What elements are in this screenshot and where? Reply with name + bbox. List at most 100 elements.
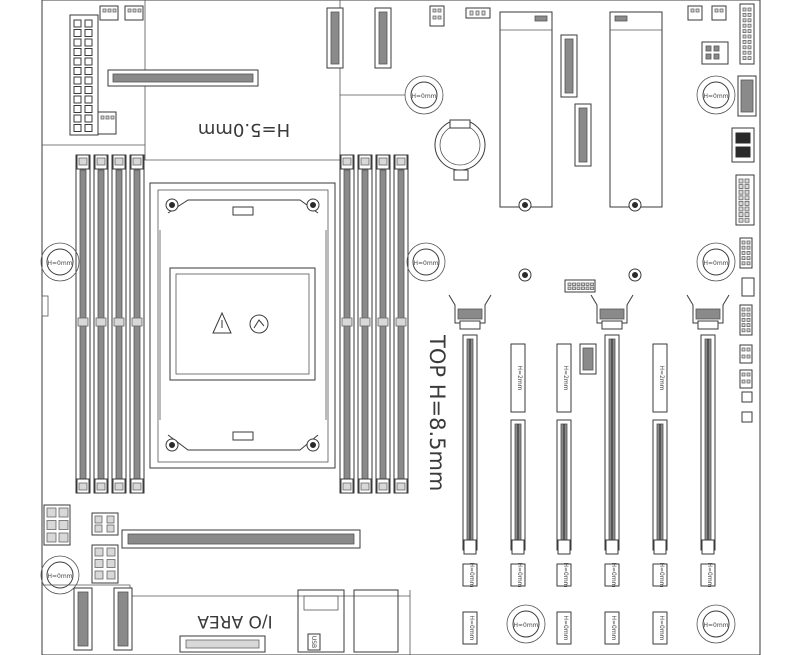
hole-height-label: H=0mm [411,93,436,100]
svg-text:H=0mm: H=0mm [706,562,713,587]
mounting-hole-5: H=0mm [696,242,736,282]
bottom-horizontal-slot [121,529,361,549]
top-horizontal-slot [107,69,259,87]
atx-power-connector [69,14,99,136]
rotation-arrow-icon [249,314,269,334]
m2-slot-bottom-2 [113,587,133,651]
io-area-label: I/O AREA [197,611,273,631]
m2-module-2 [609,11,663,212]
vga-header [737,75,757,117]
small-connector-pcie [579,343,597,375]
dimm-slot-right-1 [339,154,355,494]
hole-height-label: H=0mm [413,260,438,267]
small-connector-top [465,7,491,19]
lan-port [353,589,399,653]
m2-slot-top-1 [326,7,344,69]
aux-power-6pin [91,544,119,584]
m2-slot-top-2 [374,7,392,69]
svg-text:H=0mm: H=0mm [610,615,617,640]
fan-header-2 [124,5,144,21]
svg-text:USB: USB [310,636,317,648]
heatsink-height-label: H=5.0mm [198,119,290,140]
svg-text:H=0mm: H=0mm [468,615,475,640]
hole-height-label: H=0mm [703,93,728,100]
side-header-a [739,237,753,269]
svg-text:H=0mm: H=0mm [468,562,475,587]
mounting-hole-7: H=0mm [506,604,546,644]
right-header-3 [739,3,755,65]
vga-port [179,635,266,653]
svg-text:H=0mm: H=0mm [516,562,523,587]
cpu-socket [149,182,336,469]
cpu-power-8pin [43,504,71,546]
fan-header-3 [97,111,117,135]
mounting-hole-8: H=0mm [696,604,736,644]
dimm-slot-right-3 [375,154,391,494]
m2-slot-vertical-2 [574,103,592,167]
svg-text:H=0mm: H=0mm [562,562,569,587]
bottom-keepout-2: H=0mm [556,611,572,645]
usb-port-stack: USB [297,589,345,653]
cmos-battery [434,119,486,181]
board-outline [41,0,761,655]
small-header-top [429,5,445,27]
dimm-slot-left-4 [129,154,145,494]
warning-triangle-icon [212,311,232,334]
mounting-hole-1: H=0mm [404,75,444,115]
dimm-slot-right-4 [393,154,409,494]
dimm-slot-left-3 [111,154,127,494]
dimm-slots-right [339,154,409,494]
dimm-slot-right-2 [357,154,373,494]
pcie-slot-5: H=0mm H=2mm [652,343,668,588]
mounting-hole-3: H=0mm [40,242,80,282]
svg-text:H=0mm: H=0mm [562,615,569,640]
m2-slot-bottom-1 [73,587,93,651]
dimm-slot-left-2 [93,154,109,494]
svg-text:H=2mm: H=2mm [516,365,523,390]
pcie-slot-3: H=0mm H=2mm [556,343,572,588]
usb-header-right [731,127,755,163]
hole-height-label: H=0mm [513,622,538,629]
svg-text:H=0mm: H=0mm [610,562,617,587]
top-height-label: TOP H=8.5mm [425,334,449,491]
side-header-c [739,344,753,364]
hole-height-label: H=0mm [703,622,728,629]
mounting-hole-6: H=0mm [40,555,80,595]
m2-module-1 [499,11,553,212]
edge-mark-left [41,295,49,317]
bottom-keepout-1: H=0mm [462,611,478,645]
mounting-hole-4: H=0mm [406,242,446,282]
pcie-slot-6: H=0mm [686,294,730,588]
hole-height-label: H=0mm [703,260,728,267]
tpm-header [701,41,729,65]
right-header-2 [711,5,727,21]
hole-height-label: H=0mm [47,260,72,267]
svg-text:H=2mm: H=2mm [658,365,665,390]
svg-text:H=0mm: H=0mm [658,615,665,640]
hole-height-label: H=0mm [47,573,72,580]
pcie-slot-4: H=0mm [590,294,634,588]
pin-header-center [564,279,596,293]
dimm-slots-left [75,154,145,494]
standoff-1 [518,268,532,282]
side-header-e [741,391,753,423]
standoff-2 [628,268,642,282]
m2-slot-vertical-1 [560,34,578,98]
mounting-hole-2: H=0mm [696,75,736,115]
bottom-keepout-3: H=0mm [604,611,620,645]
side-header-b [739,304,753,336]
svg-text:H=0mm: H=0mm [658,562,665,587]
right-header-1 [687,5,703,21]
side-header-f [741,277,755,297]
dimm-slot-left-1 [75,154,91,494]
side-header-d [739,369,753,389]
front-panel-header [735,174,755,226]
pcie-slot-1: H=0mm [448,294,492,588]
svg-text:H=2mm: H=2mm [562,365,569,390]
bottom-keepout-4: H=0mm [652,611,668,645]
pcie-slot-2: H=0mm H=2mm [510,343,526,588]
